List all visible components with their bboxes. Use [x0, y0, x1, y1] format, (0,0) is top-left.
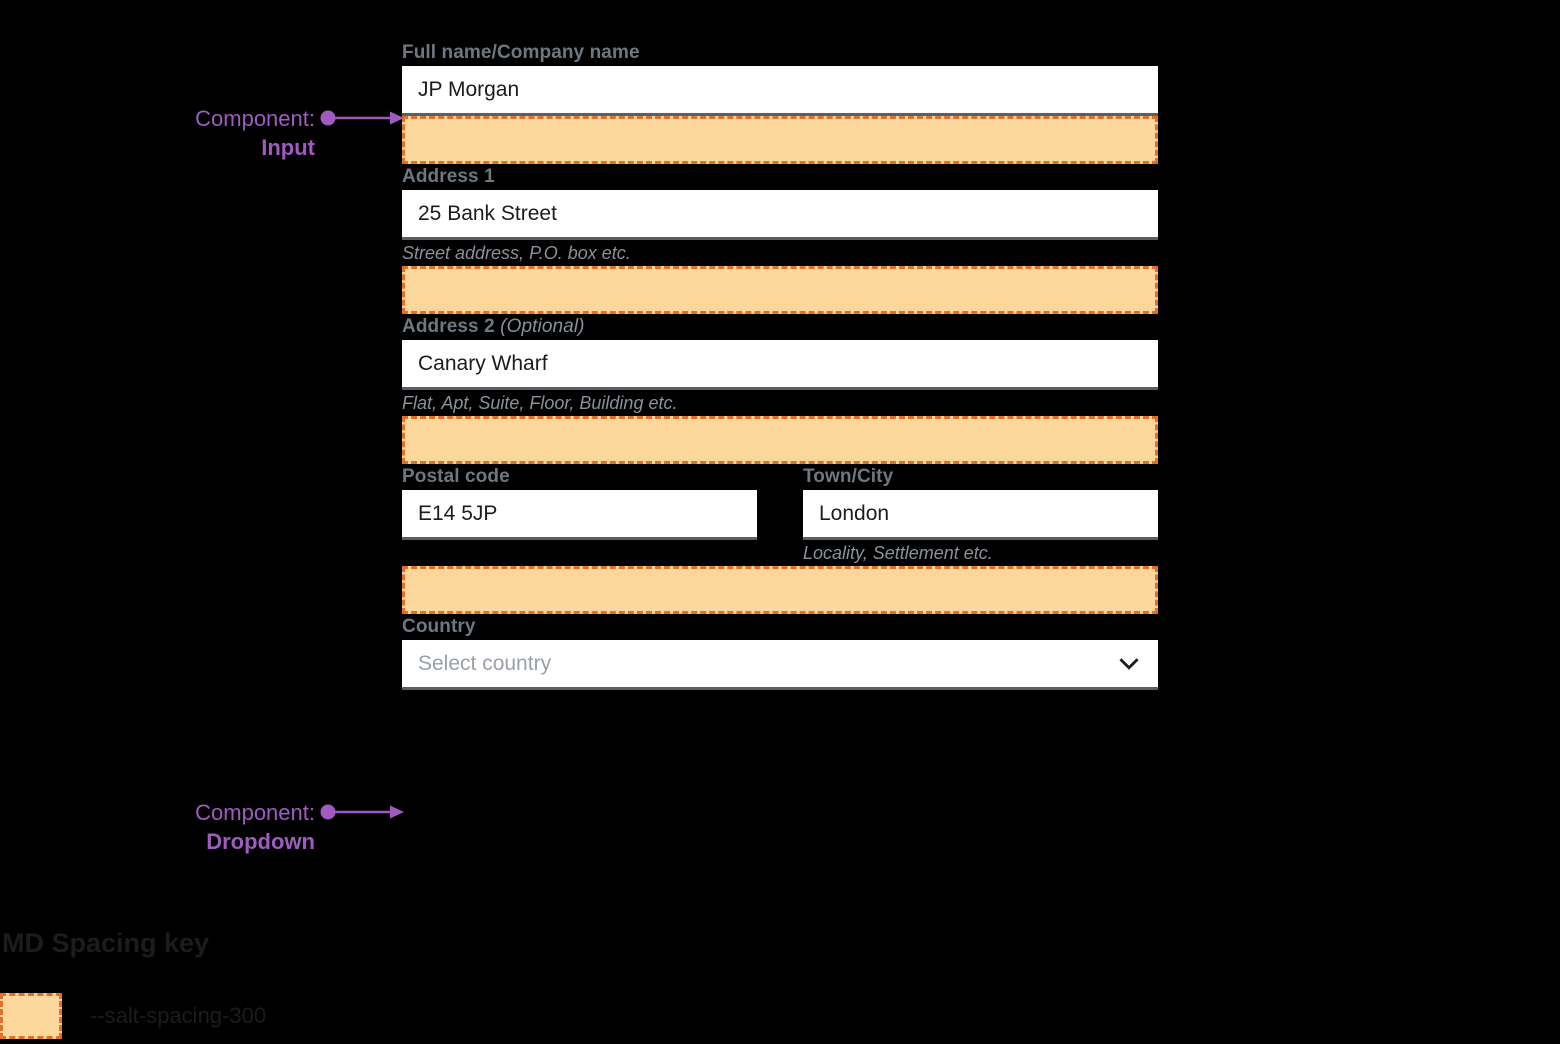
field-group-address-1: Address 1 25 Bank Street Street address,… [402, 164, 1158, 314]
full-name-input-value: JP Morgan [418, 78, 520, 101]
field-label-text: Address 1 [402, 166, 495, 187]
address-2-input-value: Canary Wharf [418, 352, 548, 375]
field-label-town-city: Town/City [803, 464, 1158, 490]
spacing-key-token: --salt-spacing-300 [90, 1003, 267, 1028]
postal-code-input[interactable]: E14 5JP [402, 490, 757, 540]
field-group-town-city: Town/City London Locality, Settlement et… [803, 464, 1158, 566]
column-gap [757, 464, 803, 566]
country-dropdown-placeholder: Select country [418, 652, 552, 675]
annotation-input-line1: Component: [195, 106, 315, 131]
field-label-text: Address 2 [402, 316, 495, 337]
town-city-input[interactable]: London [803, 490, 1158, 540]
annotation-input-leader [320, 110, 404, 126]
spacing-token-block [402, 266, 1158, 314]
spacing-token-block [402, 416, 1158, 464]
full-name-input[interactable]: JP Morgan [402, 66, 1158, 116]
spacing-key: MD Spacing key --salt-spacing-300 [0, 930, 600, 1039]
field-group-postal-code: Postal code E14 5JP [402, 464, 757, 566]
annotation-dropdown-line1: Component: [195, 800, 315, 825]
field-label-text: Town/City [803, 466, 894, 487]
address-1-input-value: 25 Bank Street [418, 202, 557, 225]
spacing-key-item: --salt-spacing-300 [0, 993, 600, 1039]
field-group-address-2: Address 2 (Optional) Canary Wharf Flat, … [402, 314, 1158, 464]
annotation-dropdown-leader [320, 804, 404, 820]
annotation-input: Component: Input [60, 104, 315, 162]
spacing-token-block [402, 566, 1158, 614]
field-label-postal-code: Postal code [402, 464, 757, 490]
helper-text-address-2: Flat, Apt, Suite, Floor, Building etc. [402, 393, 678, 413]
field-label-full-name: Full name/Company name [402, 40, 1158, 66]
address-2-input[interactable]: Canary Wharf [402, 340, 1158, 390]
address-form: Full name/Company name JP Morgan Address… [402, 40, 1158, 690]
helper-text-town-city: Locality, Settlement etc. [803, 543, 993, 563]
address-1-input[interactable]: 25 Bank Street [402, 190, 1158, 240]
field-label-text: Full name/Company name [402, 42, 640, 63]
field-label-address-1: Address 1 [402, 164, 1158, 190]
field-group-full-name: Full name/Company name JP Morgan [402, 40, 1158, 164]
spacing-token-block [402, 116, 1158, 164]
field-label-text: Country [402, 616, 476, 637]
postal-code-input-value: E14 5JP [418, 502, 498, 525]
chevron-down-icon[interactable] [1116, 651, 1142, 677]
field-label-optional: (Optional) [500, 316, 585, 337]
helper-text-address-1: Street address, P.O. box etc. [402, 243, 631, 263]
field-row-postal-town: Postal code E14 5JP Town/City London Loc… [402, 464, 1158, 566]
field-group-country: Country Select country [402, 614, 1158, 690]
field-label-text: Postal code [402, 466, 510, 487]
spacing-key-title: MD Spacing key [2, 928, 210, 958]
annotation-dropdown: Component: Dropdown [60, 798, 315, 856]
field-label-country: Country [402, 614, 1158, 640]
annotation-dropdown-line2: Dropdown [206, 829, 315, 855]
town-city-input-value: London [819, 502, 890, 525]
annotation-input-line2: Input [261, 135, 315, 161]
spacing-key-swatch [0, 993, 62, 1039]
field-label-address-2: Address 2 (Optional) [402, 314, 1158, 340]
country-dropdown[interactable]: Select country [402, 640, 1158, 690]
